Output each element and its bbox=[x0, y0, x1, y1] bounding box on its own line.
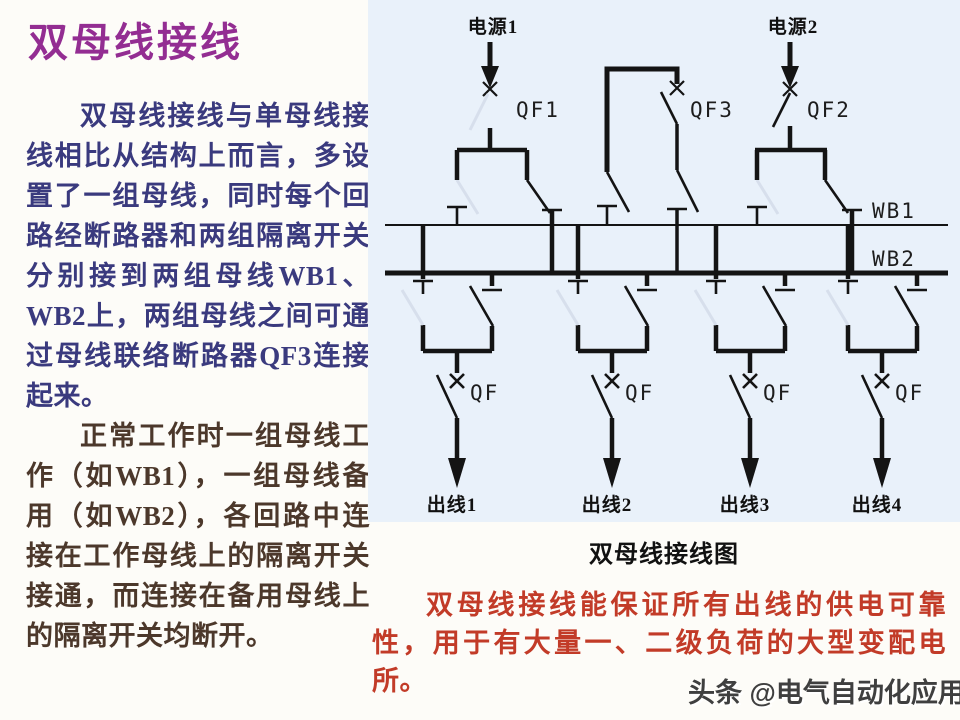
outgoing-bay-3: QF 出线3 bbox=[693, 225, 795, 516]
qf1-feeder-lines bbox=[454, 128, 555, 271]
qf2-open-blade bbox=[755, 179, 780, 215]
bay1-switch-parts bbox=[413, 279, 502, 419]
bay1-feeder-lines bbox=[420, 225, 495, 462]
page-title: 双母线接线 bbox=[28, 20, 243, 65]
source1-label: 电源1 bbox=[468, 15, 519, 38]
outgoing1-arrow-icon bbox=[448, 458, 466, 488]
circuit-diagram-panel: WB1 WB2 电源1 QF1 QF3 bbox=[368, 0, 960, 522]
outgoing-bay-2: QF 出线2 bbox=[555, 225, 657, 516]
breaker1-label: QF1 bbox=[516, 98, 560, 122]
breaker1-x-icon bbox=[482, 81, 498, 97]
busbar-wb1-label: WB1 bbox=[872, 199, 916, 223]
bay1-breaker-label: QF bbox=[470, 381, 499, 405]
bay3-feeder-lines bbox=[713, 225, 788, 462]
breaker2-x-icon bbox=[782, 81, 798, 97]
outgoing1-label: 出线1 bbox=[427, 493, 478, 516]
breaker3-x-icon bbox=[669, 80, 685, 96]
outgoing-bay-1: QF 出线1 bbox=[400, 225, 502, 516]
busbars: WB1 WB2 bbox=[385, 199, 948, 276]
source2-arrow-icon bbox=[781, 66, 799, 88]
qf3-disconnectors bbox=[597, 91, 700, 224]
qf2-feeder-lines bbox=[754, 126, 855, 271]
bay3-switch-parts bbox=[706, 279, 795, 419]
double-busbar-schematic: WB1 WB2 电源1 QF1 QF3 bbox=[385, 15, 948, 516]
bay2-open-blade bbox=[555, 289, 580, 326]
qf1-disconnectors bbox=[447, 179, 562, 224]
coupler-bridge bbox=[604, 66, 680, 172]
diagram-caption: 双母线接线图 bbox=[589, 542, 739, 568]
bay4-breaker-label: QF bbox=[895, 381, 924, 405]
bay2-feeder-lines bbox=[575, 225, 650, 462]
bay1-open-blade bbox=[400, 289, 425, 326]
outgoing-bay-4: QF 出线4 bbox=[825, 225, 927, 516]
coupler-breaker-label: QF3 bbox=[690, 98, 734, 122]
breaker2-label: QF2 bbox=[807, 98, 851, 122]
source2-label: 电源2 bbox=[768, 15, 819, 38]
bay4-switch-parts bbox=[838, 279, 927, 419]
incoming-bay-2: 电源2 QF2 bbox=[747, 15, 862, 271]
bay4-feeder-lines bbox=[845, 225, 920, 462]
source1-arrow-icon bbox=[481, 66, 499, 88]
incoming-bay-1: 电源1 QF1 bbox=[447, 15, 562, 271]
watermark: 头条 @电气自动化应用 bbox=[688, 678, 960, 708]
outgoing4-label: 出线4 bbox=[852, 493, 903, 516]
paragraph-structure: 双母线接线与单母线接线相比从结构上而言，多设置了一组母线，同时每个回路经断路器和… bbox=[26, 101, 370, 411]
bay3-open-blade bbox=[693, 289, 718, 326]
highlight-note: 双母线接线能保证所有出线的供电可靠性，用于有大量一、二级负荷的大型变配电所。 bbox=[372, 590, 946, 696]
outgoing4-arrow-icon bbox=[873, 458, 891, 488]
bay4-open-blade bbox=[825, 289, 850, 326]
qf1-open-blades bbox=[455, 93, 490, 215]
busbar-wb2-label: WB2 bbox=[872, 247, 916, 271]
outgoing2-label: 出线2 bbox=[582, 493, 633, 516]
outgoing3-label: 出线3 bbox=[720, 493, 771, 516]
bay2-breaker-label: QF bbox=[625, 381, 654, 405]
outgoing2-arrow-icon bbox=[603, 458, 621, 488]
bay2-switch-parts bbox=[568, 279, 657, 419]
coupler-bay: QF3 bbox=[597, 66, 734, 271]
bay3-breaker-label: QF bbox=[763, 381, 792, 405]
paragraph-operation: 正常工作时一组母线工作（如WB1），一组母线备用（如WB2），各回路中连接在工作… bbox=[26, 421, 370, 651]
outgoing3-arrow-icon bbox=[741, 458, 759, 488]
